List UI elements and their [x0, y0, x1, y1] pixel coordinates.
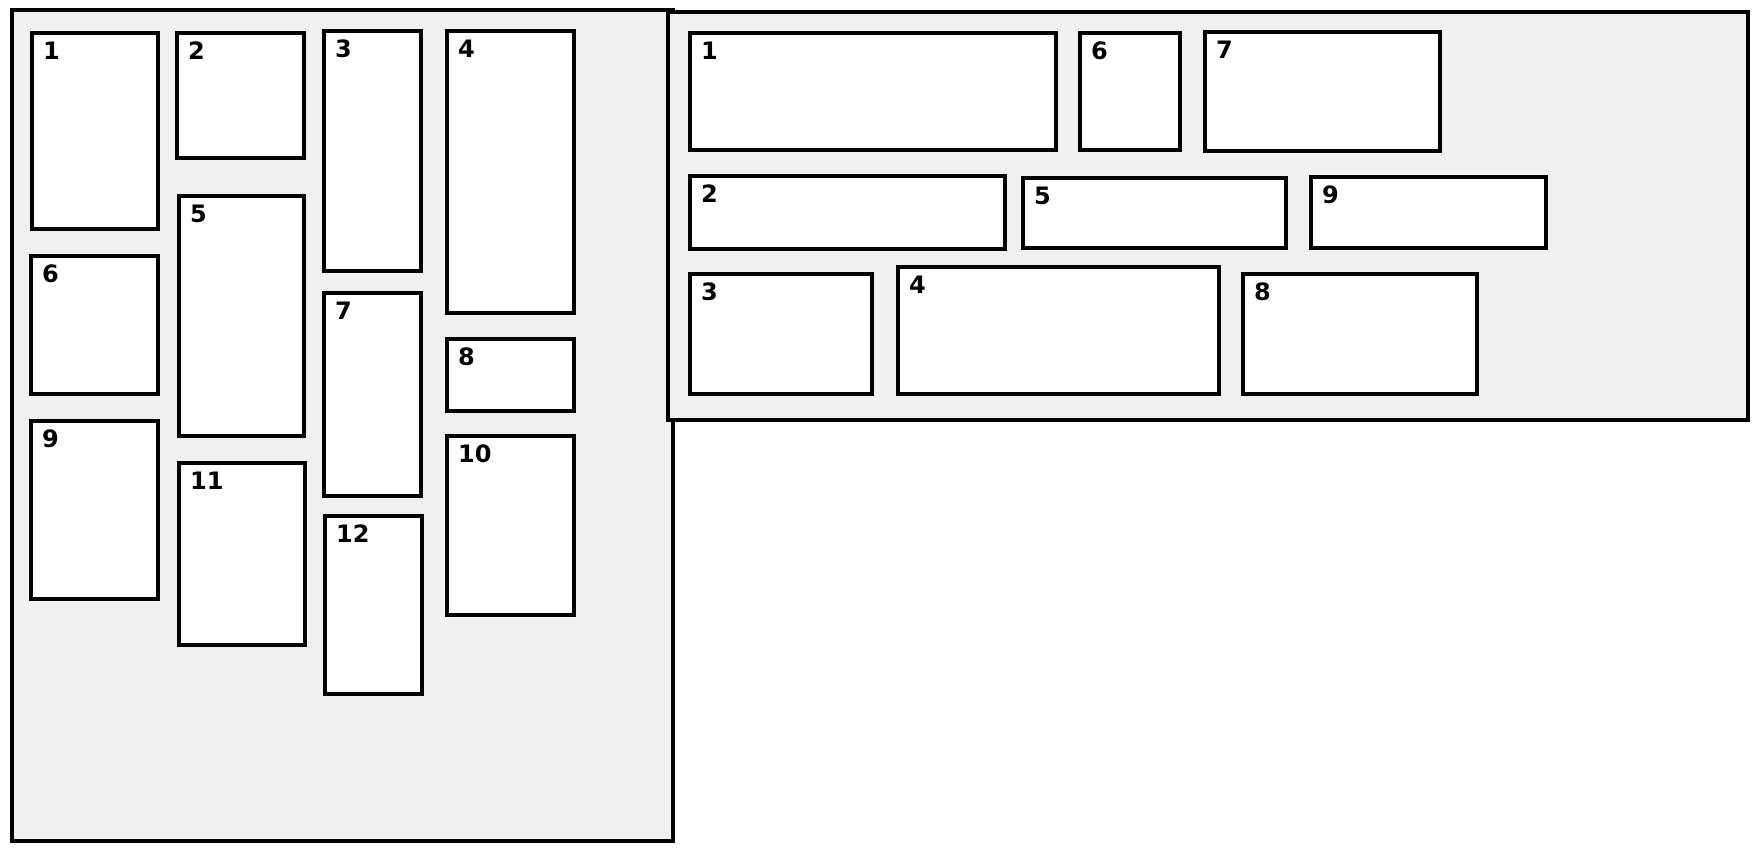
- packed-rect-label: 9: [42, 425, 59, 453]
- packed-rect-label: 3: [335, 35, 352, 63]
- packed-rect-label: 11: [190, 467, 224, 495]
- packed-rect-7[interactable]: 7: [322, 291, 423, 498]
- packed-rect-5[interactable]: 5: [1021, 176, 1288, 250]
- packed-rect-9[interactable]: 9: [1309, 175, 1548, 250]
- packed-rect-label: 9: [1322, 181, 1339, 209]
- packed-rect-label: 4: [909, 271, 926, 299]
- packed-rect-6[interactable]: 6: [1078, 31, 1182, 152]
- packed-rect-1[interactable]: 1: [30, 31, 160, 231]
- packed-rect-12[interactable]: 12: [323, 514, 424, 696]
- packed-rect-label: 2: [701, 180, 718, 208]
- packed-rect-7[interactable]: 7: [1203, 30, 1442, 153]
- packed-rect-5[interactable]: 5: [177, 194, 306, 438]
- packed-rect-label: 4: [458, 35, 475, 63]
- packed-rect-10[interactable]: 10: [445, 434, 576, 617]
- packed-rect-3[interactable]: 3: [688, 272, 874, 396]
- packed-rect-label: 1: [43, 37, 60, 65]
- packed-rect-4[interactable]: 4: [896, 265, 1221, 396]
- packed-rect-9[interactable]: 9: [29, 419, 160, 601]
- packed-rect-8[interactable]: 8: [1241, 272, 1479, 396]
- packed-rect-label: 7: [335, 297, 352, 325]
- packed-rect-label: 7: [1216, 36, 1233, 64]
- packed-rect-label: 2: [188, 37, 205, 65]
- packed-rect-label: 3: [701, 278, 718, 306]
- packed-rect-6[interactable]: 6: [29, 254, 160, 396]
- packed-rect-label: 6: [1091, 37, 1108, 65]
- packed-rect-label: 5: [1034, 182, 1051, 210]
- packed-rect-label: 8: [458, 343, 475, 371]
- packed-rect-label: 12: [336, 520, 370, 548]
- packed-rect-2[interactable]: 2: [688, 174, 1007, 251]
- packed-rect-8[interactable]: 8: [445, 337, 576, 413]
- packed-rect-4[interactable]: 4: [445, 29, 576, 315]
- packed-rect-label: 6: [42, 260, 59, 288]
- packed-rect-2[interactable]: 2: [175, 31, 306, 160]
- packed-rect-1[interactable]: 1: [688, 31, 1058, 152]
- packed-rect-label: 1: [701, 37, 718, 65]
- packed-rect-11[interactable]: 11: [177, 461, 307, 647]
- packed-rect-3[interactable]: 3: [322, 29, 423, 273]
- packed-rect-label: 5: [190, 200, 207, 228]
- packed-rect-label: 10: [458, 440, 492, 468]
- packed-rect-label: 8: [1254, 278, 1271, 306]
